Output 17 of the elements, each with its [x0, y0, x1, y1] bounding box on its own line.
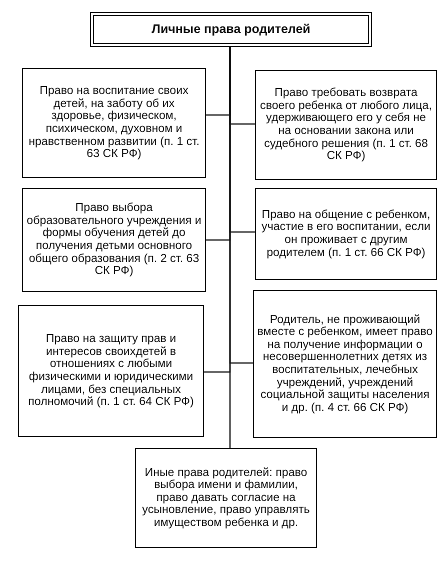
description: Право на защиту прав и интересов своихдетей в отношениях с любыми физическими и юридическими лицами, без специальных полномочий (п. 1 ст. 64 СК РФ) — [27, 333, 195, 409]
right-box — [255, 188, 437, 280]
right-box — [18, 305, 204, 437]
description: Право выбора образовательного учреждения и формы обучения детей до получения детьми основного общего образования (п. 2 ст. 63 СК РФ) — [26, 202, 202, 278]
description: Право требовать возврата своего ребенка от любого лица, удерживающего его у себя не на основании закона или судебного решения (п. 1 ст. 68 СК РФ) — [259, 87, 433, 163]
right-box — [135, 448, 317, 548]
title-box — [90, 12, 372, 47]
right-box — [253, 290, 437, 438]
description: Родитель, не проживающий вместе с ребенком, имеет право на получение информации о несовершеннолетних детях из воспитательных, лечебных учреждений, учреждений социальной защиты населения и др. (п. 4 ст. 66 СК РФ) — [257, 314, 433, 414]
description: Право на воспитание своих детей, на заботу об их здоровье, физическом, психическом, духовном и нравственном развитии (п. 1 ст. 63 СК РФ) — [28, 85, 200, 161]
right-box — [255, 70, 437, 180]
right-box — [22, 188, 206, 292]
connector-line — [229, 47, 231, 448]
heading: Личные права родителей — [152, 23, 310, 36]
description: Иные права родителей: право выбора имени и фамилии, право давать согласие на усыновление, право управлять имуществом ребенка и др. — [141, 466, 311, 530]
description: Право на общение с ребенком, участие в его воспитании, если он проживает с другим родителем (п. 1 ст. 66 СК РФ) — [260, 208, 432, 260]
right-box — [22, 68, 206, 178]
